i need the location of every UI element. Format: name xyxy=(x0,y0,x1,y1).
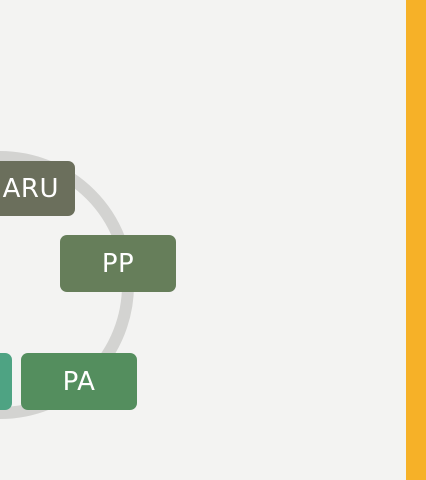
node-aru-label: ARU xyxy=(2,173,59,204)
node-pp-label: PP xyxy=(101,248,135,279)
node-pa-label: PA xyxy=(62,366,96,397)
node-partial-left xyxy=(0,353,12,410)
node-pa: PA xyxy=(21,353,137,410)
node-aru: ARU xyxy=(0,161,75,216)
node-pp: PP xyxy=(60,235,176,292)
accent-sidebar xyxy=(406,0,426,480)
